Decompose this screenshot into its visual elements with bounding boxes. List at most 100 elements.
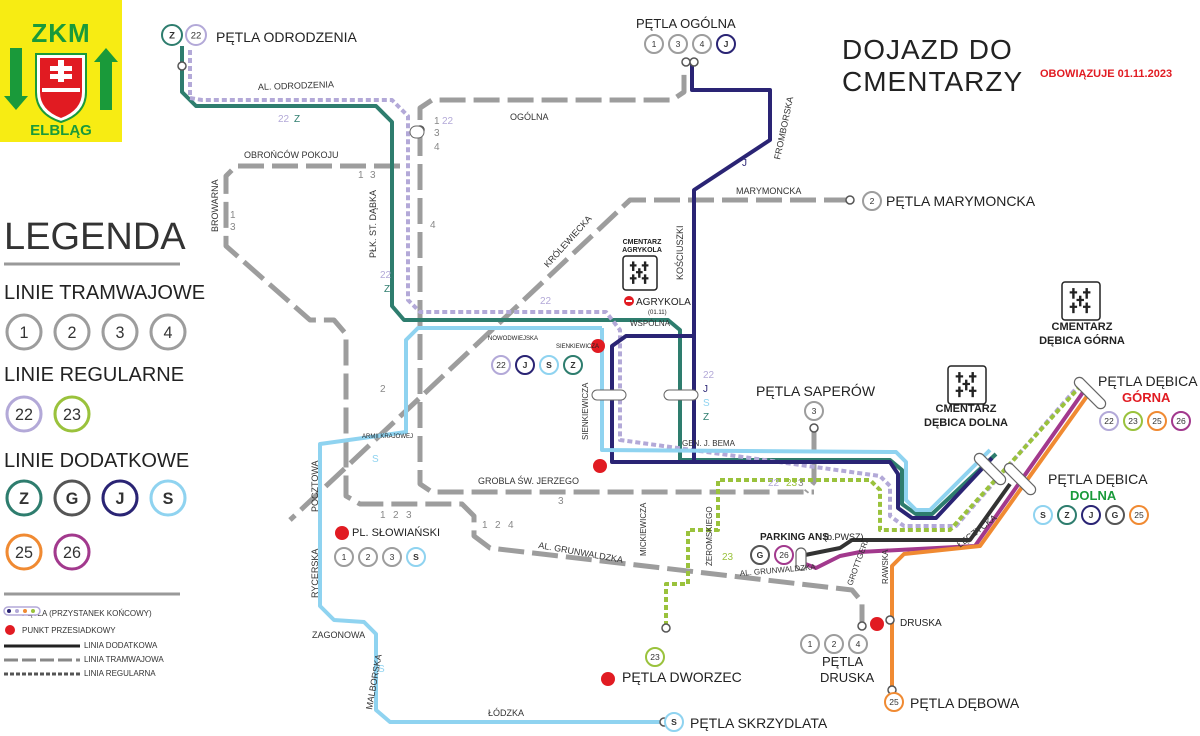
cemetery-agrykola-icon [622,255,658,291]
line-label-22b: 22 [442,116,454,127]
stop-sienkiewicza-badge-z: Z [563,355,583,375]
svg-text:Z: Z [570,360,575,370]
terminal-skrzydlata-name: PĘTLA SKRZYDLATA [690,715,828,731]
line-label-22e: 22 [703,370,715,381]
terminal-dworzec-badge-23: 23 [645,647,665,667]
stop-nowodwiejska: NOWODWIEJSKA [488,336,538,342]
line-g [799,482,1012,558]
legend-extra-j: J [101,479,139,517]
stop-druska-name: DRUSKA [900,618,942,629]
stop-sienkiewicza-badge-s: S [539,355,559,375]
svg-text:1: 1 [808,639,813,649]
line-label-4c: 4 [508,520,514,531]
legend-extra-title: LINIE DODATKOWE [4,450,190,472]
terminal-ogolna-badge-1: 1 [644,34,664,54]
svg-text:J: J [724,39,729,49]
logo-title: ZKM [31,18,91,48]
svg-text:25: 25 [15,544,33,562]
street-rawska: RAWSKA [881,549,890,584]
street-rycerska: RYCERSKA [310,549,320,598]
terminal-debica-gorna-suffix: GÓRNA [1122,390,1171,405]
stop-sienkiewicza: SIENKIEWICZA [556,344,599,350]
svg-text:26: 26 [1176,416,1186,426]
map-title: DOJAZD DO CMENTARZY [842,34,1024,97]
street-fromborska: FROMBORSKA [772,96,795,161]
svg-text:22: 22 [496,360,506,370]
terminal-saperow-name: PĘTLA SAPERÓW [756,383,876,399]
street-grunwaldzka: AL. GRUNWALDZKA [538,540,624,565]
street-obroncow: OBROŃCÓW POKOJU [244,150,339,160]
line-s [318,326,664,724]
terminal-marymoncka-badge-2: 2 [862,191,882,211]
terminal-druska-badge-4: 4 [848,634,868,654]
stop-sienkiewicza-badge-22: 22 [491,355,511,375]
line-label-1e: 1 [482,520,488,531]
terminal-ogolna-badge-3: 3 [668,34,688,54]
svg-text:25: 25 [1134,510,1144,520]
terminal-debowa-name: PĘTLA DĘBOWA [910,695,1020,711]
line-label-22f: 22 [768,478,780,489]
line-label-22d: 22 [540,296,552,307]
stop-slowianski-badge-3: 3 [382,547,402,567]
svg-text:Z: Z [169,31,175,42]
street-grunwaldzka-2: AL. GRUNWALDZKA [739,562,816,578]
zkm-logo: ZKM ELBLĄG [0,0,122,142]
svg-text:3: 3 [812,406,817,416]
svg-text:1: 1 [652,39,657,49]
street-dabka: PŁK. ST. DĄBKA [368,190,378,258]
tram-browarna-grunwaldzka [223,163,865,626]
svg-text:4: 4 [700,39,705,49]
stop-slowianski-badge-1: 1 [334,547,354,567]
legend-tram-4: 4 [149,313,187,351]
line-label-23b: 23 [722,552,734,563]
arrow-up-icon [94,48,118,110]
terminal-marymoncka-name: PĘTLA MARYMONCKA [886,193,1036,209]
street-wspolna: WSPÓLNA [630,319,671,328]
terminal-debica-gorna-badge-22: 22 [1099,411,1119,431]
cemetery-agrykola-l2: AGRYKOLA [622,247,662,254]
legend-regular-23: 23 [53,395,91,433]
legend-tram-2: 2 [53,313,91,351]
terminal-debica-dolna-badge-g: G [1105,505,1125,525]
terminal-saperow-dot [809,423,819,433]
arrow-down-icon [4,48,28,110]
svg-text:25: 25 [889,697,899,707]
street-mickiewicza: MICKIEWICZA [639,502,648,556]
street-bema: GEN. J. BEMA [682,439,736,448]
line-label-4: 4 [434,142,440,153]
line-label-1b: 1 [358,170,364,181]
terminal-parking-bar [795,547,807,571]
street-odrodzenia: AL. ODRODZENIA [258,79,334,92]
svg-text:2: 2 [68,324,77,342]
tram-marymoncka-krolewiecka [288,197,850,522]
line-22 [188,50,1082,528]
line-j-loop [610,334,694,464]
legend-tram-title: LINIE TRAMWAJOWE [4,282,206,304]
transfer-slowianski [335,526,349,540]
terminal-odrodzenia-badge-z: Z [161,24,183,46]
logo-city: ELBLĄG [30,122,92,139]
line-label-jb: J [703,384,708,395]
stop-agrykola-note: (01.11) [648,310,667,316]
svg-text:1: 1 [20,324,29,342]
svg-text:25: 25 [1152,416,1162,426]
svg-text:1: 1 [342,552,347,562]
line-label-zc: Z [703,412,709,423]
line-label-sc: S [378,664,385,675]
line-label-3c: 3 [230,222,236,233]
terminal-druska-name: PĘTLA [822,654,864,669]
legend-key-terminal-icon [3,606,41,616]
route-lines [180,46,1092,724]
line-23 [664,380,1086,626]
logo-emblem [4,48,118,124]
terminal-odrodzenia-badge-22: 22 [185,24,207,46]
line-label-1c: 1 [230,210,236,221]
transfer-bema [593,459,607,473]
terminal-saperow-badge-3: 3 [804,401,824,421]
legend-tram-1: 1 [5,313,43,351]
svg-text:Z: Z [19,490,29,508]
terminal-druska-dot [857,621,867,631]
svg-text:S: S [413,552,419,562]
stop-sienkiewicza-badge-j: J [515,355,535,375]
legend-extra-z: Z [5,479,43,517]
